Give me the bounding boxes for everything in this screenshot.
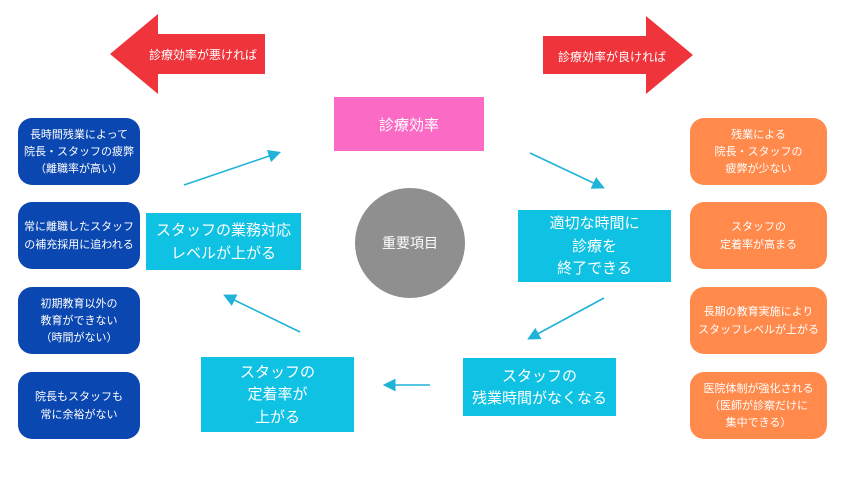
left-item: 長時間残業によって 院長・スタッフの疲弊 （離職率が高い） [18,118,140,185]
arrow-top-right [529,152,605,189]
right-item: 長期の教育実施により スタッフレベルが上がる [690,287,827,354]
left-item: 院長もスタッフも 常に余裕がない [18,372,140,439]
right-item: 残業による 院長・スタッフの 疲弊が少ない [690,118,827,185]
arrow-top-left [183,150,282,186]
left-arrow-label: 診療効率が悪ければ [149,48,258,62]
left-item: 常に離職したスタッフ の補充採用に追われる [18,202,140,269]
cycle-box-skill-level: スタッフの業務対応 レベルが上がる [146,213,301,270]
right-item: スタッフの 定着率が高まる [690,202,827,269]
cycle-box-finish-on-time: 適切な時間に 診療を 終了できる [518,210,671,282]
cycle-box-no-overtime: スタッフの 残業時間がなくなる [463,358,616,416]
cycle-box-retention: スタッフの 定着率が 上がる [201,357,354,432]
right-red-arrow [543,16,693,94]
arrow-left-up [223,294,301,333]
left-item: 初期教育以外の 教育ができない （時間がない） [18,287,140,354]
key-item-circle: 重要項目 [355,188,465,298]
arrow-right-down [527,297,605,340]
right-item: 医院体制が強化される （医師が診察だけに 集中できる） [690,372,827,439]
right-arrow-label: 診療効率が良ければ [558,50,667,64]
efficiency-box: 診療効率 [334,97,484,151]
left-red-arrow [110,14,265,94]
